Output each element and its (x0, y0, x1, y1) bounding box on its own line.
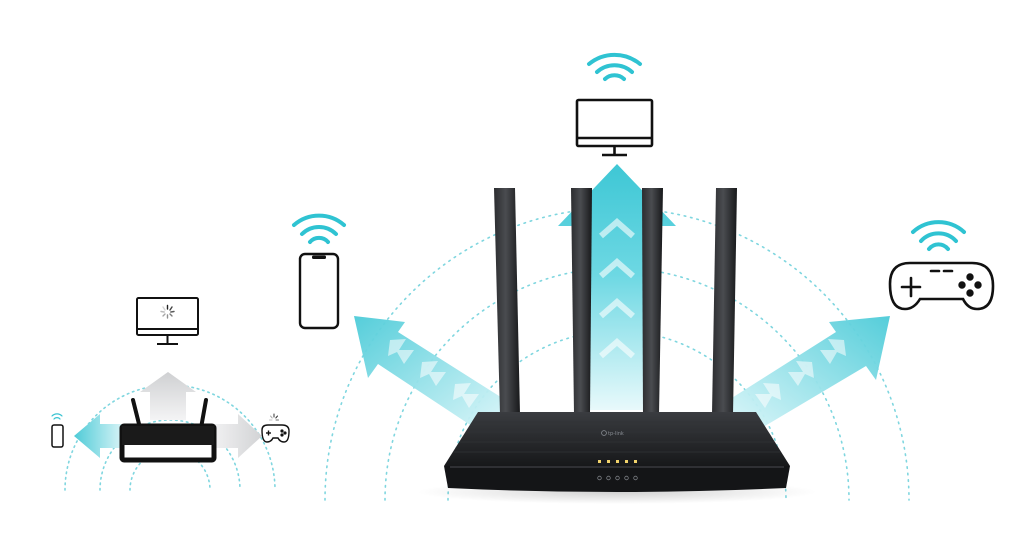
monitor-icon (575, 98, 654, 157)
status-icons (597, 475, 638, 481)
new-router-scene: tp-link (292, 52, 995, 504)
legacy-gamepad-icon (261, 424, 290, 443)
legacy-wifi-signal-icon (51, 413, 63, 420)
wifi-signal-icon (587, 52, 642, 81)
beam-arrow-left (354, 316, 518, 442)
gamepad-icon (888, 261, 995, 311)
status-leds (598, 460, 637, 463)
legacy-arrow-left (74, 414, 128, 458)
loading-spinner-icon (160, 304, 175, 319)
legacy-smartphone-icon (51, 424, 64, 448)
router-antennas (494, 188, 737, 414)
gamepad-wifi-signal-icon (911, 220, 966, 251)
smartphone-icon (298, 252, 340, 330)
brand-logo: tp-link (601, 430, 624, 437)
legacy-router-scene (51, 297, 290, 491)
legacy-arrow-up (140, 372, 196, 420)
beam-arrow-right (716, 316, 890, 442)
router: tp-link (417, 412, 817, 504)
legacy-arrow-right (212, 414, 262, 458)
legacy-loading-spinner-icon (269, 413, 279, 421)
phone-wifi-signal-icon (292, 213, 346, 244)
legacy-monitor-icon (136, 297, 199, 345)
legacy-router (119, 398, 217, 463)
brand-logo-text: tp-link (608, 431, 624, 437)
